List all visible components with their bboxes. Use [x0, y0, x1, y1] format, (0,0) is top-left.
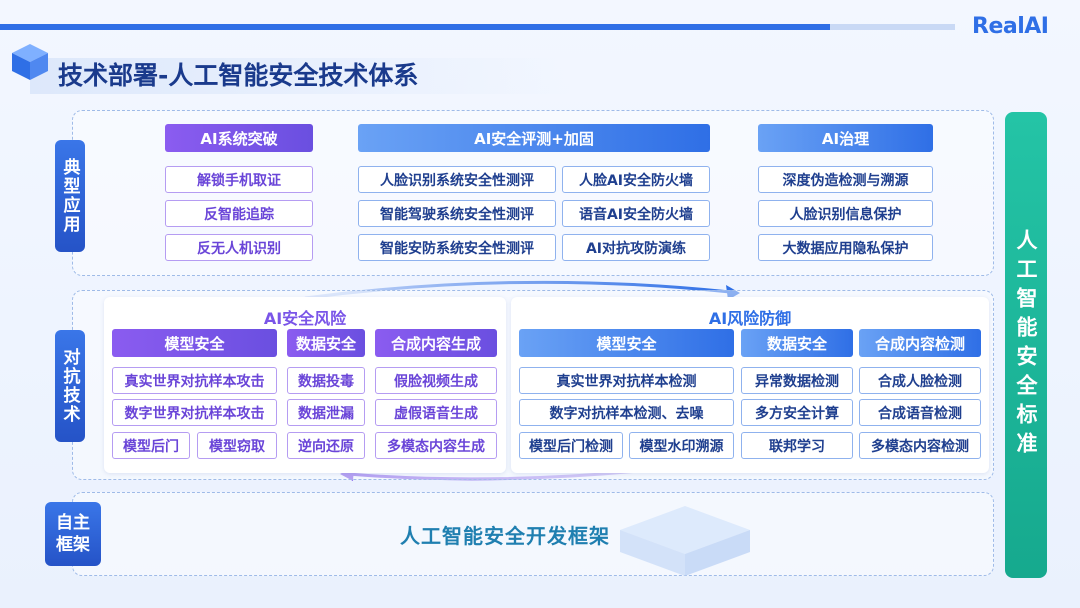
risk-reverse: 逆向还原: [287, 432, 365, 459]
risk-title: AI安全风险: [263, 309, 347, 328]
item-face-firewall: 人脸AI安全防火墙: [562, 166, 710, 193]
risk-fake-voice: 虚假语音生成: [375, 399, 497, 426]
risk-header-model: 模型安全: [112, 329, 277, 357]
item-unlock-phone: 解锁手机取证: [165, 166, 313, 193]
def-voice-detect: 合成语音检测: [859, 399, 981, 426]
def-anomaly-detect: 异常数据检测: [741, 367, 853, 394]
row-label-framework-text: 自主框架: [56, 513, 90, 555]
page-title: 技术部署-人工智能安全技术体系: [58, 61, 419, 90]
defense-header-content: 合成内容检测: [859, 329, 981, 357]
def-multimodal-detect: 多模态内容检测: [859, 432, 981, 459]
item-face-eval: 人脸识别系统安全性测评: [358, 166, 556, 193]
title-band: [30, 58, 570, 94]
item-anti-drone: 反无人机识别: [165, 234, 313, 261]
framework-region: [72, 492, 994, 576]
cube-icon: [12, 44, 48, 80]
row-label-adversarial: 对抗技术: [55, 330, 85, 442]
def-watermark-trace: 模型水印溯源: [629, 432, 734, 459]
item-adversarial-drill: AI对抗攻防演练: [562, 234, 710, 261]
item-face-info-protect: 人脸识别信息保护: [758, 200, 933, 227]
standard-bar: 人工智能安全标准: [1005, 112, 1047, 578]
risk-header-data: 数据安全: [287, 329, 365, 357]
item-security-eval: 智能安防系统安全性测评: [358, 234, 556, 261]
row-label-typical: 典型应用: [55, 140, 85, 252]
def-face-detect: 合成人脸检测: [859, 367, 981, 394]
framework-label: 人工智能安全开发框架: [400, 524, 610, 548]
defense-header-data: 数据安全: [741, 329, 853, 357]
header-ai-governance: AI治理: [758, 124, 933, 152]
top-progress-bar-track: [830, 24, 955, 30]
def-mpc: 多方安全计算: [741, 399, 853, 426]
item-driving-eval: 智能驾驶系统安全性测评: [358, 200, 556, 227]
item-privacy-protect: 大数据应用隐私保护: [758, 234, 933, 261]
risk-model-theft: 模型窃取: [197, 432, 277, 459]
def-real-adv-detect: 真实世界对抗样本检测: [519, 367, 734, 394]
item-voice-firewall: 语音AI安全防火墙: [562, 200, 710, 227]
risk-header-content: 合成内容生成: [375, 329, 497, 357]
def-backdoor-detect: 模型后门检测: [519, 432, 623, 459]
risk-data-leak: 数据泄漏: [287, 399, 365, 426]
top-progress-bar: [0, 24, 830, 30]
risk-model-backdoor: 模型后门: [112, 432, 190, 459]
brand-logo: RealAI: [972, 14, 1049, 39]
framework-cube-icon: [620, 506, 750, 576]
header-ai-eval: AI安全评测+加固: [358, 124, 710, 152]
def-federated: 联邦学习: [741, 432, 853, 459]
def-digital-adv-detect: 数字对抗样本检测、去噪: [519, 399, 734, 426]
risk-data-poison: 数据投毒: [287, 367, 365, 394]
defense-title: AI风险防御: [708, 309, 792, 328]
risk-real-adv-attack: 真实世界对抗样本攻击: [112, 367, 277, 394]
risk-digital-adv-attack: 数字世界对抗样本攻击: [112, 399, 277, 426]
risk-fake-video: 假脸视频生成: [375, 367, 497, 394]
item-anti-tracking: 反智能追踪: [165, 200, 313, 227]
header-ai-breakthrough: AI系统突破: [165, 124, 313, 152]
defense-header-model: 模型安全: [519, 329, 734, 357]
item-deepfake-detect: 深度伪造检测与溯源: [758, 166, 933, 193]
row-label-framework: 自主框架: [45, 502, 101, 566]
risk-multimodal-gen: 多模态内容生成: [375, 432, 497, 459]
